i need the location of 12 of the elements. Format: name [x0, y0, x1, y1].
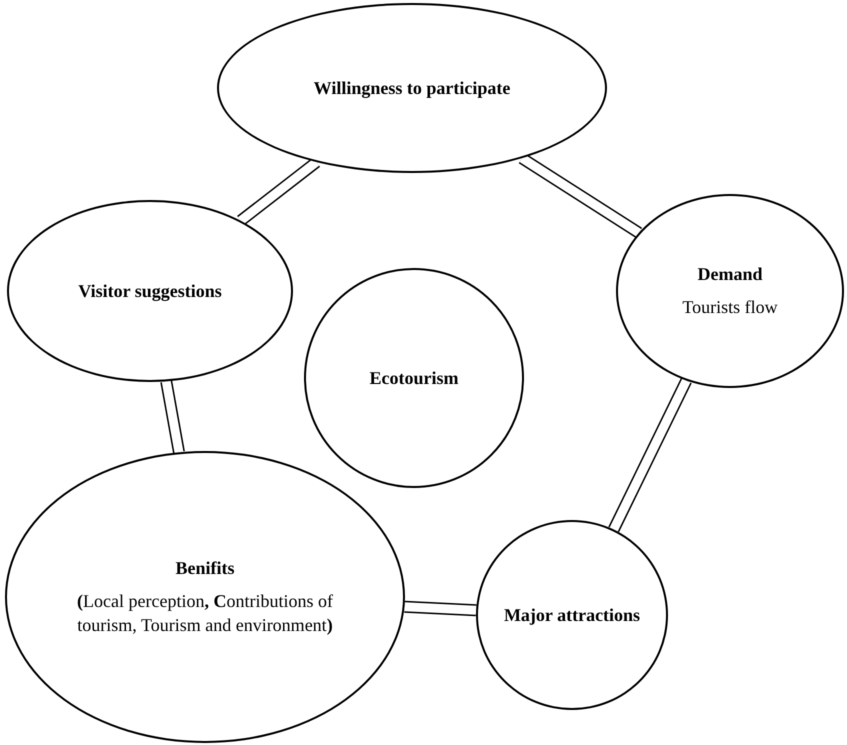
node-title: Demand	[697, 263, 762, 286]
node-text: Tourists flow	[682, 296, 778, 319]
double-line-connector	[404, 600, 476, 616]
node-title: Major attractions	[504, 604, 640, 627]
double-line-connector	[608, 378, 692, 532]
node-title: Willingness to participate	[314, 76, 510, 100]
node-title: Visitor suggestions	[78, 280, 222, 303]
node-title: Ecotourism	[370, 366, 458, 390]
node-title: Benifits	[175, 556, 234, 580]
double-line-connector	[160, 380, 185, 454]
double-line-connector	[518, 153, 642, 238]
node-text: (Local perception, Contributions of tourism, Tourism and environment)	[76, 590, 334, 638]
